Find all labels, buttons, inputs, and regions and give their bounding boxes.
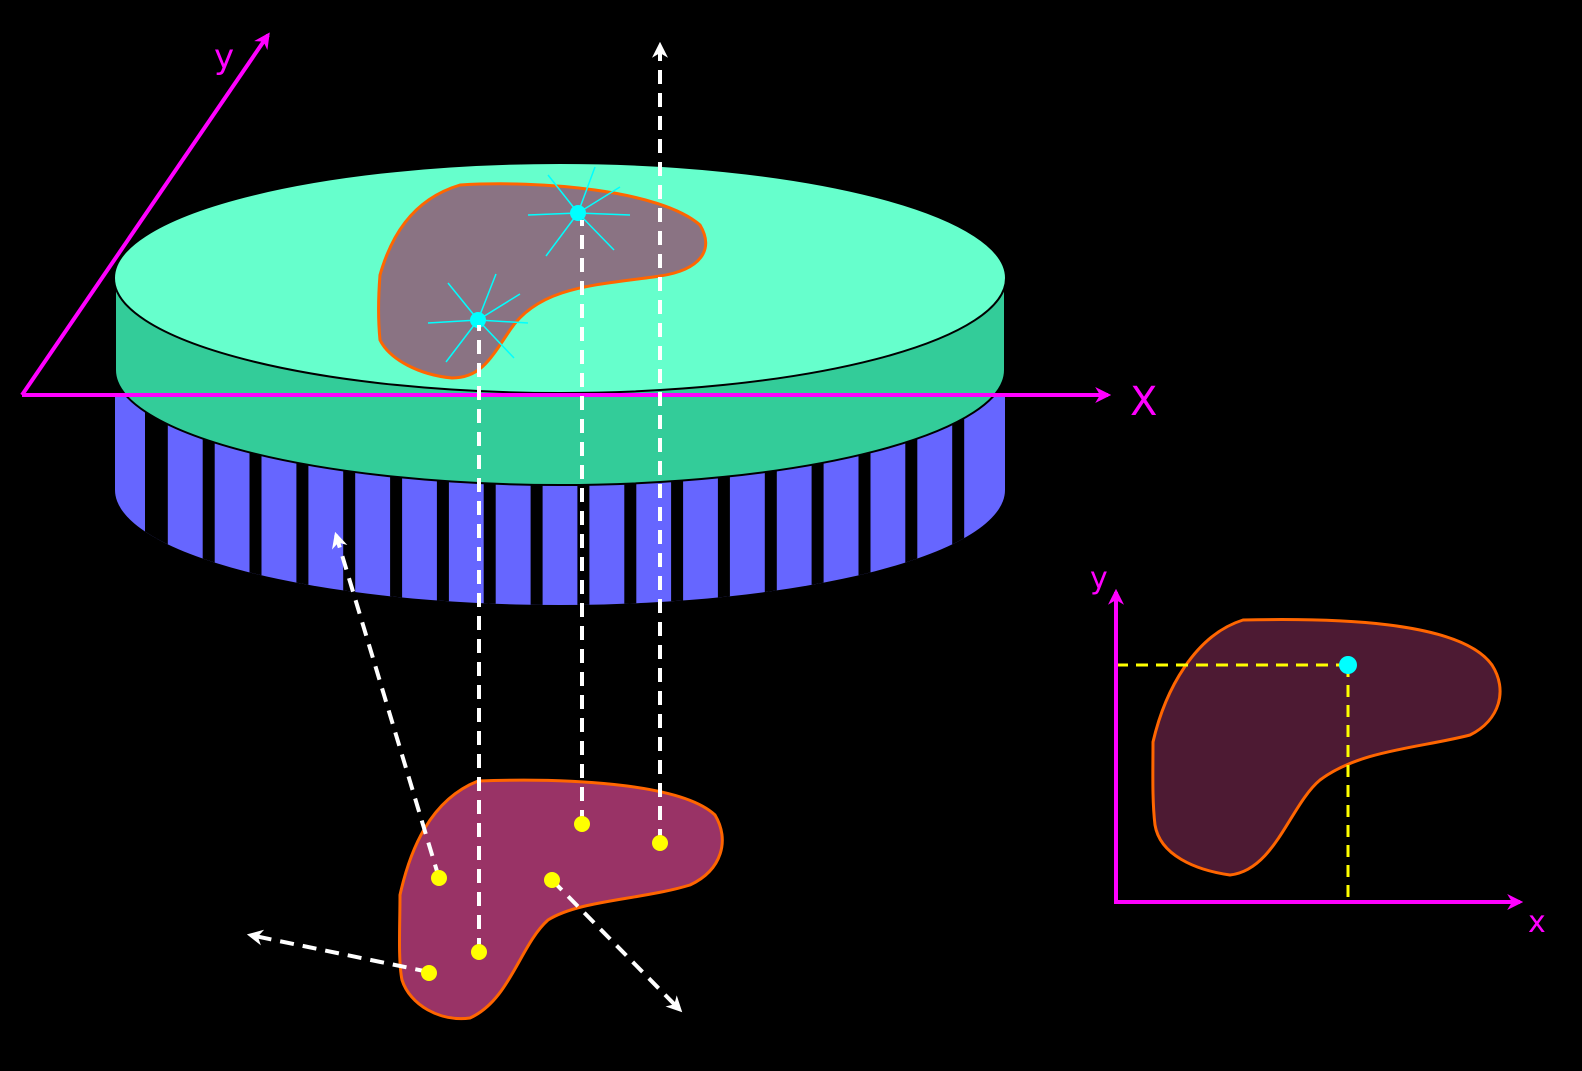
inset-image-panel: y x xyxy=(1090,561,1546,940)
emission-point xyxy=(652,835,668,851)
emission-points xyxy=(421,816,668,981)
emission-point xyxy=(471,944,487,960)
gamma-rays xyxy=(246,41,683,1013)
collimator-septum xyxy=(202,395,215,605)
detected-point-upper xyxy=(570,205,586,221)
projected-source-shape xyxy=(377,182,708,380)
main-y-axis: y xyxy=(20,32,270,397)
emission-point xyxy=(574,816,590,832)
collimator-septum xyxy=(905,395,918,605)
main-y-axis-label: y xyxy=(214,37,234,77)
ray-oblique-left xyxy=(246,929,430,974)
scintillation-flash-lower xyxy=(427,273,529,363)
ray-oblique-down xyxy=(550,878,683,1013)
emission-point xyxy=(544,872,560,888)
source-organ-shape xyxy=(398,778,724,1021)
emission-point xyxy=(421,965,437,981)
inset-x-axis-label: x xyxy=(1528,905,1546,940)
detected-point-lower xyxy=(470,312,486,328)
main-x-axis-label: X xyxy=(1130,379,1157,425)
inset-detected-point xyxy=(1339,656,1357,674)
scintillation-flash-upper xyxy=(527,166,631,257)
ray-oblique-up xyxy=(332,531,441,879)
emission-point xyxy=(431,870,447,886)
inset-source-shape xyxy=(1151,618,1502,877)
inset-y-axis-label: y xyxy=(1090,561,1108,596)
main-x-axis: X xyxy=(22,379,1157,425)
